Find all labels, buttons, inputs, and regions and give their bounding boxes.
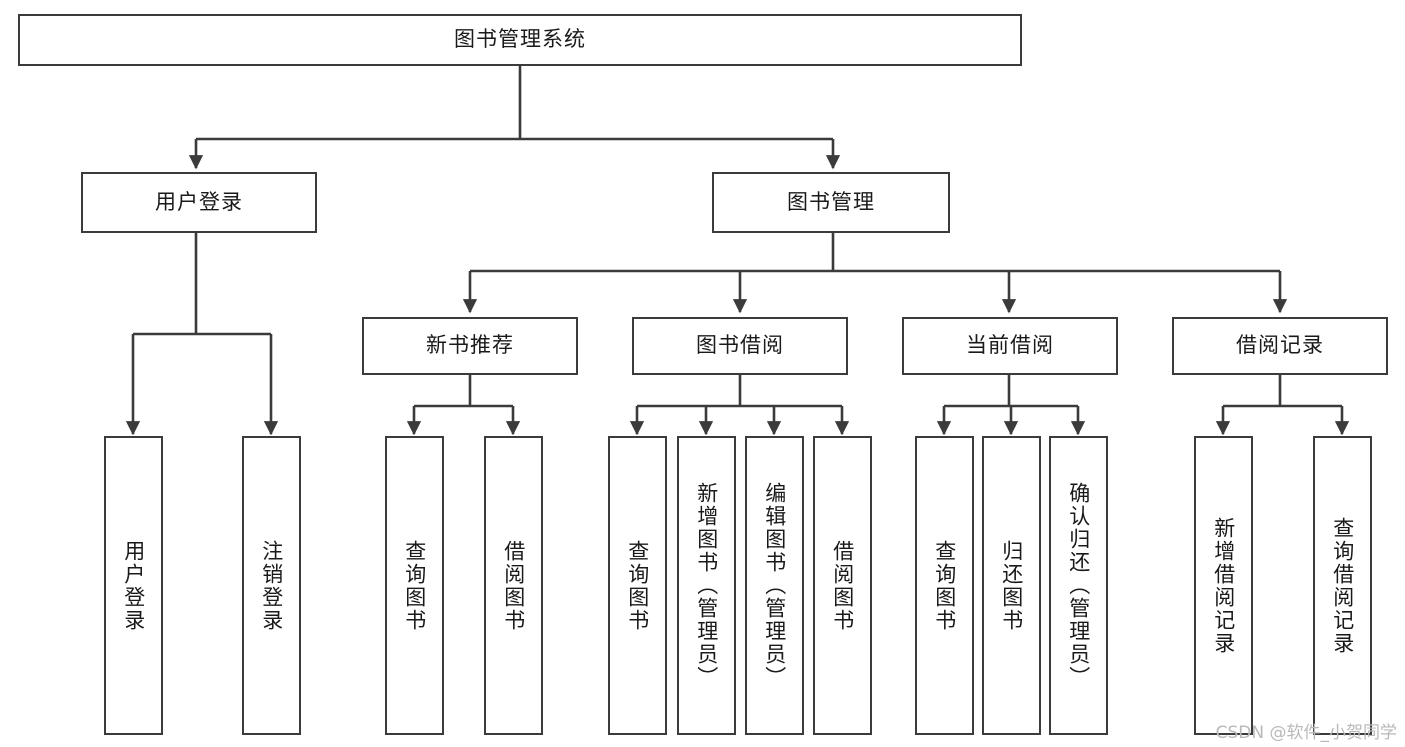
leaf-user-login-label: 用户登录: [121, 539, 146, 632]
leaf-return-book[interactable]: 归还图书: [982, 436, 1041, 735]
leaf-query-book-2-label: 查询图书: [625, 539, 650, 632]
leaf-query-book-1[interactable]: 查询图书: [385, 436, 444, 735]
node-borrow-record[interactable]: 借阅记录: [1172, 317, 1388, 375]
leaf-user-logout-label: 注销登录: [259, 539, 284, 632]
leaf-borrow-book-2-label: 借阅图书: [830, 539, 855, 632]
node-book-borrow-label: 图书借阅: [696, 333, 784, 358]
leaf-add-record[interactable]: 新增借阅记录: [1194, 436, 1253, 735]
node-root-label: 图书管理系统: [454, 27, 586, 52]
node-root[interactable]: 图书管理系统: [18, 14, 1022, 66]
node-book-manage-label: 图书管理: [787, 189, 875, 214]
node-current-borrow-label: 当前借阅: [966, 333, 1054, 358]
leaf-query-book-3[interactable]: 查询图书: [915, 436, 974, 735]
node-new-book-recommend[interactable]: 新书推荐: [362, 317, 578, 375]
leaf-borrow-book-1-label: 借阅图书: [501, 539, 526, 632]
leaf-user-login[interactable]: 用户登录: [104, 436, 163, 735]
leaf-query-book-3-label: 查询图书: [932, 539, 957, 632]
node-book-manage[interactable]: 图书管理: [712, 172, 950, 233]
leaf-query-book-2[interactable]: 查询图书: [608, 436, 667, 735]
leaf-borrow-book-2[interactable]: 借阅图书: [813, 436, 872, 735]
leaf-edit-book[interactable]: 编辑图书（管理员）: [745, 436, 804, 735]
node-borrow-record-label: 借阅记录: [1236, 333, 1324, 358]
leaf-query-book-1-label: 查询图书: [402, 539, 427, 632]
leaf-query-record-label: 查询借阅记录: [1330, 516, 1355, 655]
leaf-confirm-return-label: 确认归还（管理员）: [1066, 482, 1091, 689]
leaf-add-book[interactable]: 新增图书（管理员）: [677, 436, 736, 735]
leaf-confirm-return[interactable]: 确认归还（管理员）: [1049, 436, 1108, 735]
node-user-login[interactable]: 用户登录: [81, 172, 317, 233]
leaf-borrow-book-1[interactable]: 借阅图书: [484, 436, 543, 735]
watermark: CSDN @软件_小贺同学: [1215, 723, 1397, 743]
node-current-borrow[interactable]: 当前借阅: [902, 317, 1118, 375]
leaf-edit-book-label: 编辑图书（管理员）: [762, 482, 787, 689]
node-book-borrow[interactable]: 图书借阅: [632, 317, 848, 375]
leaf-user-logout[interactable]: 注销登录: [242, 436, 301, 735]
node-user-login-label: 用户登录: [155, 189, 243, 214]
leaf-query-record[interactable]: 查询借阅记录: [1313, 436, 1372, 735]
node-new-book-recommend-label: 新书推荐: [426, 333, 514, 358]
leaf-add-record-label: 新增借阅记录: [1211, 516, 1236, 655]
leaf-return-book-label: 归还图书: [999, 539, 1024, 632]
leaf-add-book-label: 新增图书（管理员）: [694, 482, 719, 689]
